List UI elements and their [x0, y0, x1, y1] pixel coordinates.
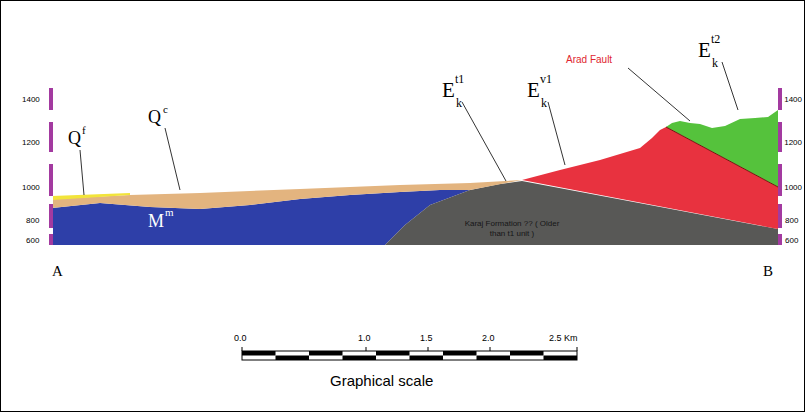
axis-tick-label: 800	[26, 217, 39, 225]
axis-tick-label: 800	[785, 217, 798, 225]
unit-symbol: M	[148, 212, 164, 230]
section-end-label: B	[763, 264, 773, 279]
scale-number: 0.0	[234, 334, 247, 343]
unit-symbol: E	[442, 80, 455, 101]
unit-subscript: k	[541, 97, 547, 109]
scale-segment	[410, 356, 444, 361]
axis-tick-label: 1400	[22, 96, 40, 104]
unit-superscript: t2	[711, 33, 720, 45]
scale-number: 1.5	[420, 334, 433, 343]
scale-segment	[544, 356, 578, 361]
unit-subscript: k	[456, 97, 462, 109]
axis-tick-label: 600	[26, 237, 39, 245]
scale-title: Graphical scale	[330, 373, 433, 388]
axis-tick-label: 1200	[784, 139, 802, 147]
scale-segment	[477, 356, 511, 361]
unit-superscript: v1	[540, 73, 552, 85]
scale-segment	[376, 351, 410, 356]
scale-segment	[510, 351, 544, 356]
scale-segment	[343, 356, 377, 361]
scale-number: 1.0	[358, 334, 371, 343]
axis-tick-label: 1200	[22, 139, 40, 147]
unit-symbol: E	[698, 40, 711, 61]
unit-symbol: Q	[148, 108, 161, 126]
unit-superscript: c	[163, 104, 168, 115]
unit-superscript: t1	[455, 73, 464, 85]
axis-tick-label: 1400	[784, 96, 802, 104]
scale-segment	[242, 351, 276, 356]
scale-segment	[443, 351, 477, 356]
scale-segment	[309, 351, 343, 356]
formation-label: Karaj Formation ?? ( Older than t1 unit …	[462, 219, 562, 238]
axis-tick-label: 1000	[22, 184, 40, 192]
unit-symbol: E	[527, 80, 540, 101]
scale-segment	[276, 356, 310, 361]
scale-number: 2.0	[482, 334, 495, 343]
unit-subscript: k	[712, 57, 718, 69]
unit-superscript: m	[165, 207, 174, 218]
scale-number: 2.5 Km	[549, 334, 578, 343]
fault-label: Arad Fault	[566, 55, 612, 65]
axis-tick-label: 600	[785, 237, 798, 245]
axis-tick-label: 1000	[784, 184, 802, 192]
unit-superscript: f	[82, 125, 86, 136]
unit-symbol: Q	[68, 129, 81, 147]
section-end-label: A	[52, 264, 63, 279]
